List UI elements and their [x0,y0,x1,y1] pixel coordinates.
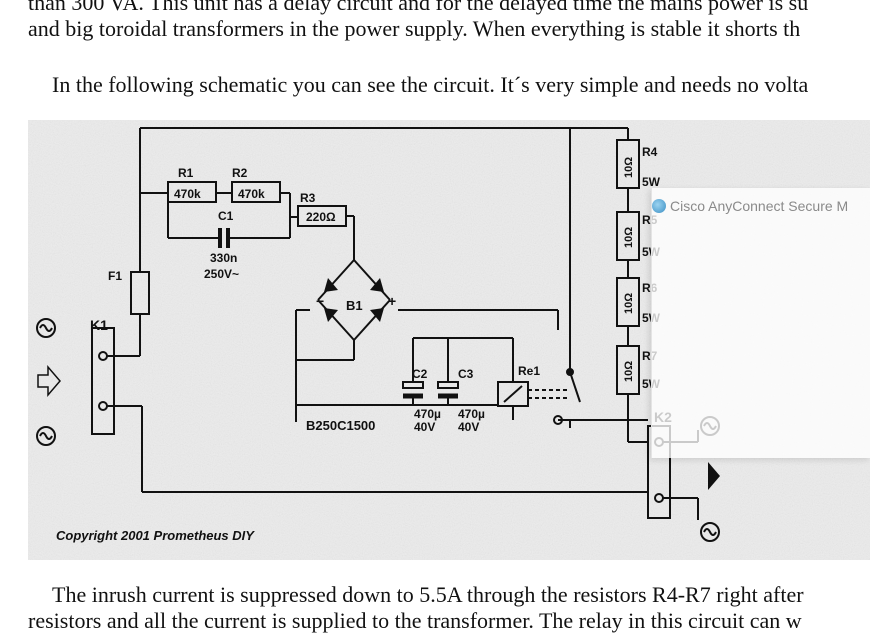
label-r3-value: 220Ω [306,210,336,224]
label-c1-value: 330n [210,251,237,265]
cisco-label: Cisco AnyConnect Secure M [670,198,849,214]
label-r4-watt: 5W [642,175,661,189]
label-c1-voltage: 250V~ [204,267,239,281]
label-b1-minus: − [316,293,324,309]
paragraph-line: The inrush current is suppressed down to… [52,582,804,607]
label-re1: Re1 [518,364,540,378]
label-c2-voltage: 40V [414,420,435,434]
paragraph-line: resistors and all the current is supplie… [28,608,802,633]
label-k1: K1 [90,317,108,333]
wiring [36,127,720,542]
label-r6-value: 10Ω [623,293,635,314]
label-c3-voltage: 40V [458,420,479,434]
label-r1: R1 [178,166,194,180]
paragraph-line: In the following schematic you can see t… [52,72,809,97]
copyright-text: Copyright 2001 Prometheus DIY [56,528,255,543]
label-r1-value: 470k [174,187,201,201]
paragraph-line: than 300 VA. This unit has a delay circu… [28,0,809,15]
label-c1: C1 [218,209,234,223]
label-r4: R4 [642,145,658,159]
cisco-logo-icon [652,199,666,213]
label-r3: R3 [300,191,316,205]
label-b1: B1 [346,298,363,313]
cisco-anyconnect-tooltip[interactable]: Cisco AnyConnect Secure M [651,188,870,458]
label-b1-part: B250C1500 [306,418,375,433]
bridge-diodes [324,278,720,490]
label-r2-value: 470k [238,187,265,201]
label-r2: R2 [232,166,248,180]
label-c2: C2 [412,367,428,381]
label-r5-value: 10Ω [623,227,635,248]
label-c3: C3 [458,367,474,381]
label-c2-value: 470µ [414,407,441,421]
label-r4-value: 10Ω [623,157,635,178]
label-b1-plus: + [388,293,396,309]
label-r7-value: 10Ω [623,361,635,382]
label-f1: F1 [108,269,122,283]
paragraph-line: and big toroidal transformers in the pow… [28,16,801,41]
label-c3-value: 470µ [458,407,485,421]
